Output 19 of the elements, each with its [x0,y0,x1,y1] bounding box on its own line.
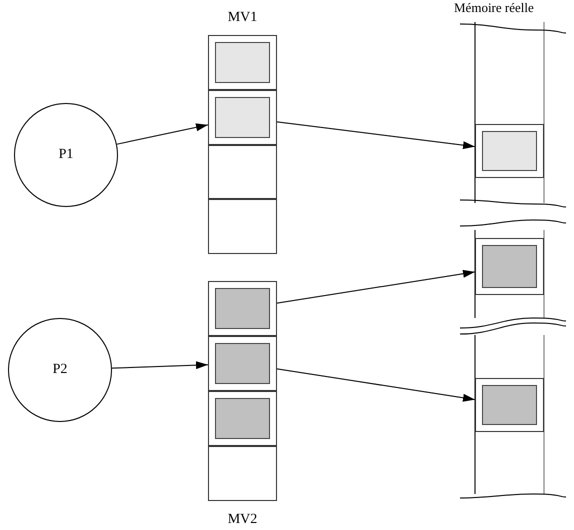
arrow [276,368,476,402]
process-circle [14,103,118,207]
process-label: P1 [58,147,74,163]
arrow [111,361,208,370]
process-label: P2 [52,362,68,378]
arrow [276,270,476,304]
page-cell [208,336,277,391]
page-cell [208,391,277,446]
memory-label: Mémoire réelle [454,0,534,16]
memory-label: MV2 [228,512,258,528]
process-circle [8,318,112,422]
page-frame [475,238,544,295]
page-frame [475,378,544,432]
arrow [116,123,208,145]
arrow [276,121,476,150]
memory-label: MV1 [228,10,258,26]
page-frame [475,124,544,178]
page-cell [208,145,277,199]
page-cell [208,90,277,145]
